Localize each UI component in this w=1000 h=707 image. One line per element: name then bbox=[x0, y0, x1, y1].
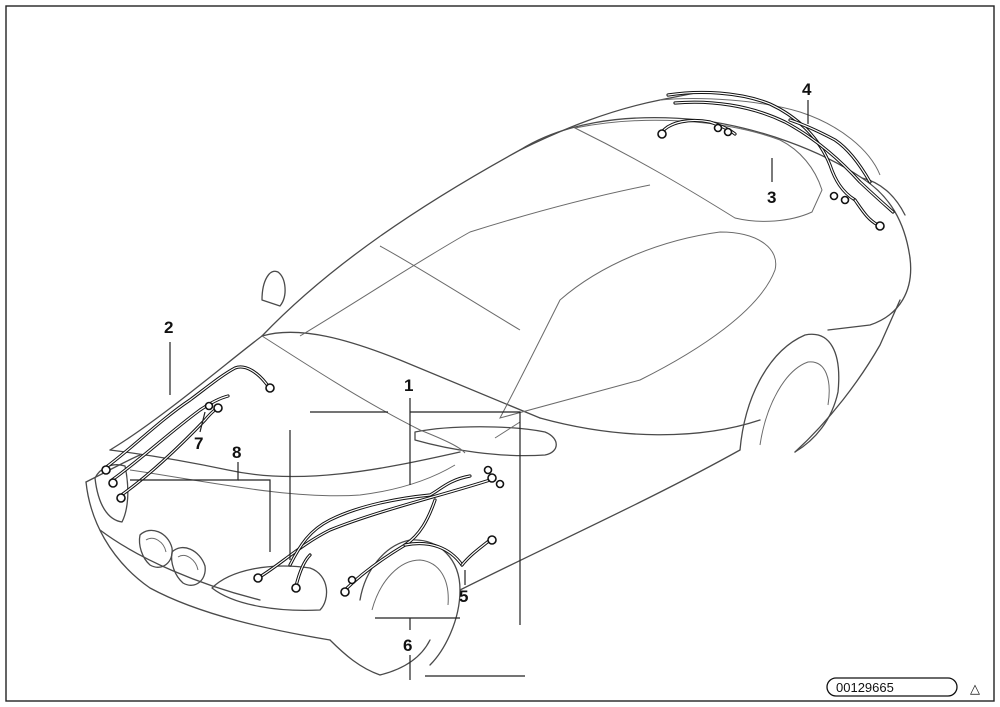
callout-6: 6 bbox=[403, 636, 412, 655]
callout-3: 3 bbox=[767, 188, 776, 207]
callout-7: 7 bbox=[194, 434, 203, 453]
document-id-box bbox=[826, 677, 958, 697]
callout-1: 1 bbox=[404, 376, 413, 395]
leader-lines bbox=[130, 100, 809, 680]
callout-2: 2 bbox=[164, 318, 173, 337]
callout-5: 5 bbox=[459, 587, 468, 606]
harness-engine-bay-front bbox=[253, 465, 505, 593]
harness-engine-bay-left bbox=[101, 365, 275, 503]
document-id-text: 00129665 bbox=[836, 680, 894, 695]
callout-8: 8 bbox=[232, 443, 241, 462]
corner-triangle-icon: △ bbox=[970, 681, 980, 696]
callout-4: 4 bbox=[802, 80, 812, 99]
car-outline bbox=[85, 91, 912, 676]
harness-rear-trunk bbox=[657, 90, 895, 231]
harness-wheel-arch bbox=[340, 498, 497, 597]
callouts: 1 2 3 4 5 6 7 8 bbox=[164, 80, 812, 655]
diagram-frame bbox=[5, 5, 995, 702]
document-id-label: 00129665 △ bbox=[826, 677, 980, 697]
